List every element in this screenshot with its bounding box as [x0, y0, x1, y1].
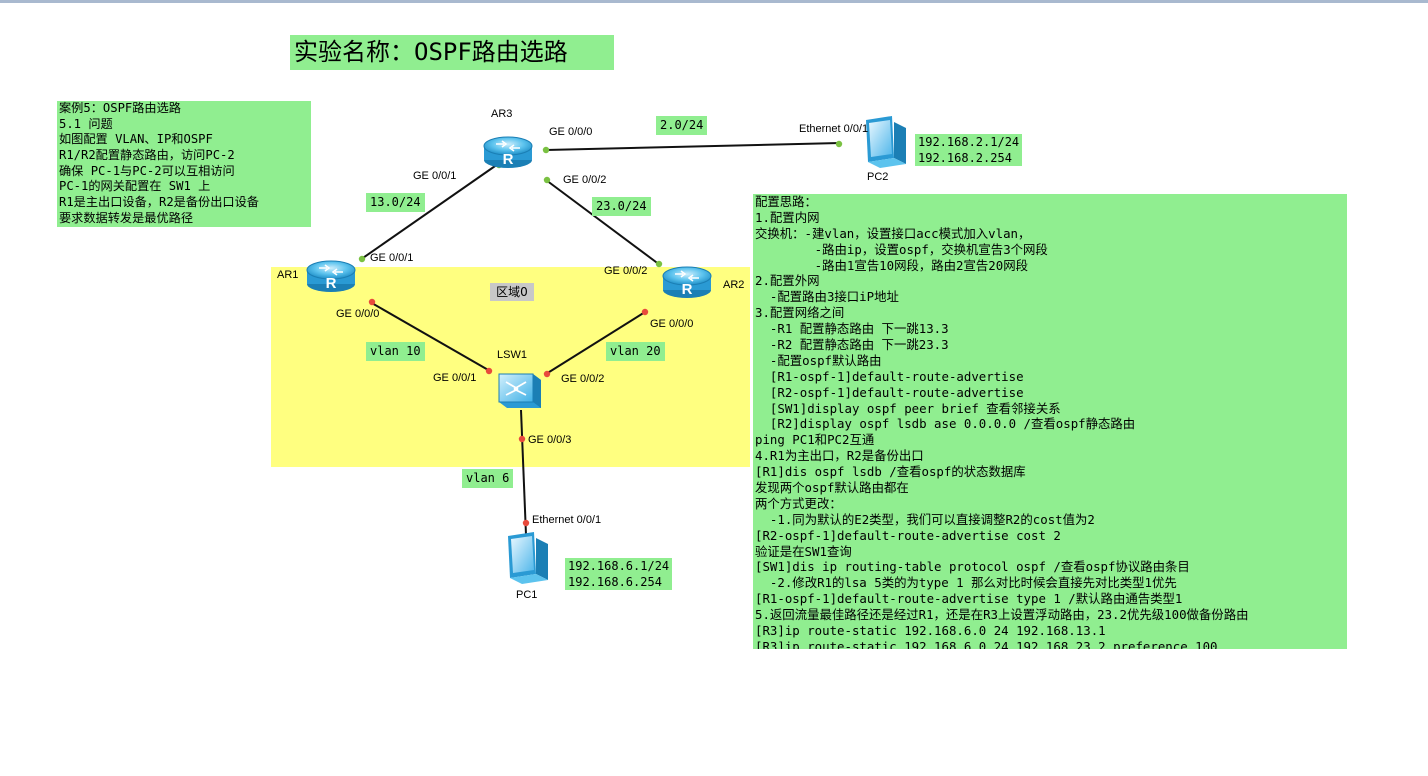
device-label-pc2[interactable]: PC2: [867, 171, 889, 183]
port-label-pc2-eth: Ethernet 0/0/1: [799, 123, 869, 135]
port-dot-pc1: [522, 519, 530, 527]
pc1-ip-note[interactable]: 192.168.6.1/24 192.168.6.254: [565, 558, 673, 590]
plan-line: 3.配置网络之间: [755, 305, 845, 321]
device-label-ar2[interactable]: AR2: [723, 279, 745, 291]
port-label-lsw1-g001: GE 0/0/1: [433, 372, 477, 384]
link-tag-vlan6[interactable]: vlan 6: [462, 469, 514, 488]
link-ar3-pc2: [545, 142, 841, 151]
svg-text:R: R: [682, 281, 693, 298]
config-plan-note[interactable]: 配置思路： 1.配置内网 交换机：-建vlan，设置接口acc模式加入vlan，…: [753, 194, 1347, 649]
port-dot-lsw1-g003: [518, 435, 526, 443]
link-lsw1-pc1: [520, 409, 527, 536]
device-label-ar3[interactable]: AR3: [491, 108, 513, 120]
plan-line: 交换机：-建vlan，设置接口acc模式加入vlan，: [755, 225, 1031, 241]
plan-line: 5.返回流量最佳路径还是经过R1，还是在R3上设置浮动路由，23.2优先级100…: [755, 607, 1249, 623]
port-dot-lsw1-g001: [485, 367, 493, 375]
case-note-line: 如图配置 VLAN、IP和OSPF: [59, 132, 213, 147]
pc2-ip-note[interactable]: 192.168.2.1/24 192.168.2.254: [915, 134, 1023, 166]
port-label-lsw1-g003: GE 0/0/3: [528, 434, 572, 446]
case-note-line: R1是主出口设备，R2是备份出口设备: [59, 195, 259, 210]
plan-line: [R2-ospf-1]default-route-advertise cost …: [755, 527, 1061, 543]
link-ar2-lsw1: [545, 311, 646, 375]
plan-line: [R2]display ospf lsdb ase 0.0.0.0 /查看osp…: [755, 416, 1136, 432]
plan-line: [SW1]display ospf peer brief 查看邻接关系: [755, 400, 1061, 416]
switch-lsw1-icon: [498, 373, 541, 408]
plan-line: [R1]dis ospf lsdb /查看ospf的状态数据库: [755, 464, 1026, 480]
case-note-line: 要求数据转发是最优路径: [59, 210, 194, 225]
port-label-lsw1-g002: GE 0/0/2: [561, 373, 605, 385]
plan-line: 4.R1为主出口，R2是备份出口: [755, 448, 924, 464]
link-tag-net13[interactable]: 13.0/24: [366, 193, 425, 212]
link-ar3-ar1: [359, 163, 499, 261]
svg-text:R: R: [326, 275, 337, 292]
area-label[interactable]: 区域0: [490, 283, 534, 301]
router-ar3-icon: R: [483, 136, 533, 168]
case-note-line: 确保 PC-1与PC-2可以互相访问: [59, 163, 235, 178]
port-label-ar1-g000: GE 0/0/0: [336, 308, 380, 320]
device-label-ar1[interactable]: AR1: [277, 269, 299, 281]
case-note-line: 5.1 问题: [59, 116, 113, 131]
port-dot-ar1-g001: [358, 255, 366, 263]
plan-line: [SW1]dis ip routing-table protocol ospf …: [755, 559, 1190, 575]
plan-line: -配置ospf默认路由: [755, 352, 882, 368]
plan-line: [R1-ospf-1]default-route-advertise type …: [755, 591, 1183, 607]
port-label-ar1-g001: GE 0/0/1: [370, 252, 414, 264]
port-dot-ar1-g000: [368, 298, 376, 306]
port-label-ar2-g002: GE 0/0/2: [604, 265, 648, 277]
svg-text:R: R: [503, 151, 514, 168]
case-note-line: 案例5：OSPF路由选路: [59, 101, 181, 115]
router-ar1-icon: R: [306, 260, 356, 292]
plan-line: 两个方式更改：: [755, 495, 842, 511]
link-tag-vlan10[interactable]: vlan 10: [366, 342, 425, 361]
port-label-ar2-g000: GE 0/0/0: [650, 318, 694, 330]
plan-line: 2.配置外网: [755, 273, 820, 289]
plan-line: 发现两个ospf默认路由都在: [755, 480, 909, 496]
plan-line: 1.配置内网: [755, 209, 820, 225]
plan-line: [R1-ospf-1]default-route-advertise: [755, 368, 1024, 384]
page-title: 实验名称：OSPF路由选路: [290, 35, 614, 70]
pc1-icon: [508, 532, 548, 584]
plan-line: -配置路由3接口iP地址: [755, 289, 899, 305]
plan-line: -R2 配置静态路由 下一跳23.3: [755, 337, 949, 353]
case-note-line: PC-1的网关配置在 SW1 上: [59, 179, 211, 194]
case-note-line: R1/R2配置静态路由，访问PC-2: [59, 148, 235, 163]
plan-line: ping PC1和PC2互通: [755, 432, 875, 448]
plan-line: -2.修改R1的lsa 5类的为type 1 那么对比时候会直接先对比类型1优先: [755, 575, 1177, 591]
port-label-ar3-g002: GE 0/0/2: [563, 174, 607, 186]
link-tag-vlan20[interactable]: vlan 20: [606, 342, 665, 361]
case-note: 案例5：OSPF路由选路 5.1 问题 如图配置 VLAN、IP和OSPF R1…: [57, 101, 311, 227]
router-ar2-icon: R: [662, 266, 712, 298]
plan-line: -路由ip，设置ospf，交换机宣告3个网段: [755, 241, 1048, 257]
pc2-icon: [866, 116, 906, 168]
port-dot-ar2-g002: [655, 260, 663, 268]
port-dot-ar3-g000: [542, 146, 550, 154]
port-dot-ar3-g002: [543, 176, 551, 184]
port-dot-pc2: [835, 140, 843, 148]
plan-line: [R3]ip route-static 192.168.6.0 24 192.1…: [755, 623, 1106, 639]
device-label-lsw1[interactable]: LSW1: [497, 349, 527, 361]
plan-line: [R3]ip route-static 192.168.6.0 24 192.1…: [755, 638, 1218, 649]
plan-line: -1.同为默认的E2类型，我们可以直接调整R2的cost值为2: [755, 511, 1095, 527]
link-ar1-lsw1: [369, 301, 491, 372]
link-ar3-ar2: [545, 179, 661, 266]
plan-line: 验证是在SW1查询: [755, 543, 852, 559]
plan-line: -路由1宣告10网段，路由2宣告20网段: [755, 257, 1028, 273]
port-label-pc1-eth: Ethernet 0/0/1: [532, 514, 602, 526]
port-label-ar3-g001: GE 0/0/1: [413, 170, 457, 182]
port-dot-ar2-g000: [641, 308, 649, 316]
port-dot-lsw1-g002: [543, 370, 551, 378]
link-tag-net23[interactable]: 23.0/24: [592, 197, 651, 216]
plan-line: -R1 配置静态路由 下一跳13.3: [755, 321, 949, 337]
port-label-ar3-g000: GE 0/0/0: [549, 126, 593, 138]
plan-line: 配置思路：: [755, 194, 817, 209]
link-tag-net2[interactable]: 2.0/24: [656, 116, 708, 135]
device-label-pc1[interactable]: PC1: [516, 589, 538, 601]
window-top-border: [0, 0, 1428, 3]
plan-line: [R2-ospf-1]default-route-advertise: [755, 384, 1024, 400]
